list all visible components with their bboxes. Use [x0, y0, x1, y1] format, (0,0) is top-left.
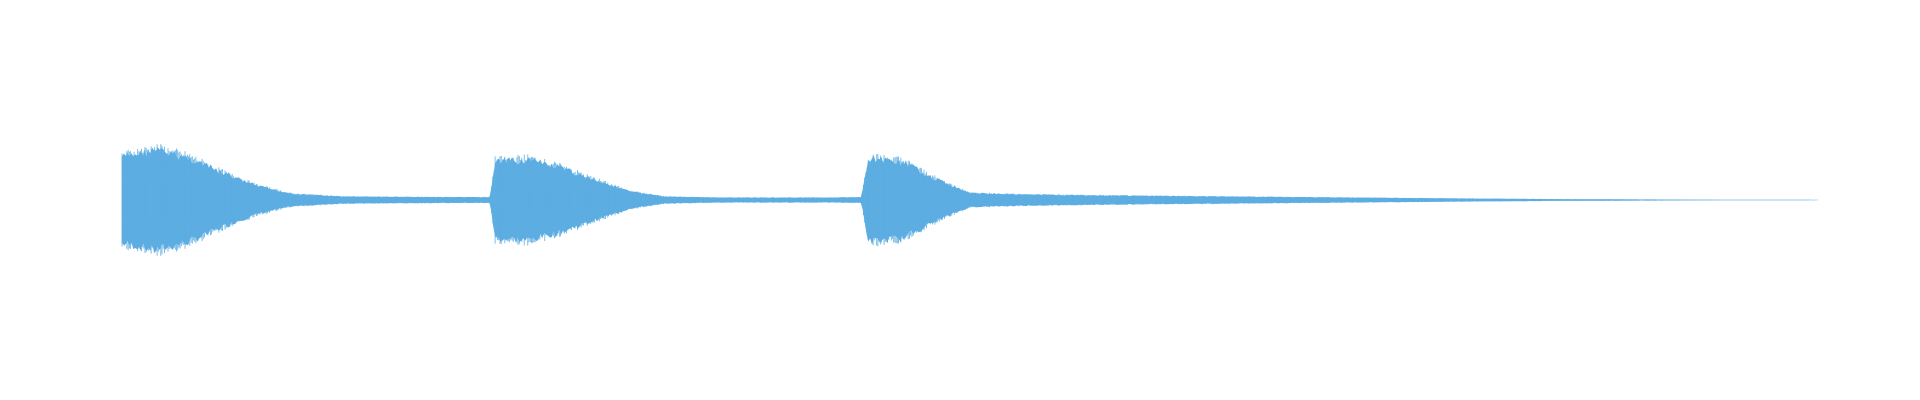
waveform-spikes — [121, 144, 1819, 256]
waveform-layer — [121, 144, 1819, 256]
